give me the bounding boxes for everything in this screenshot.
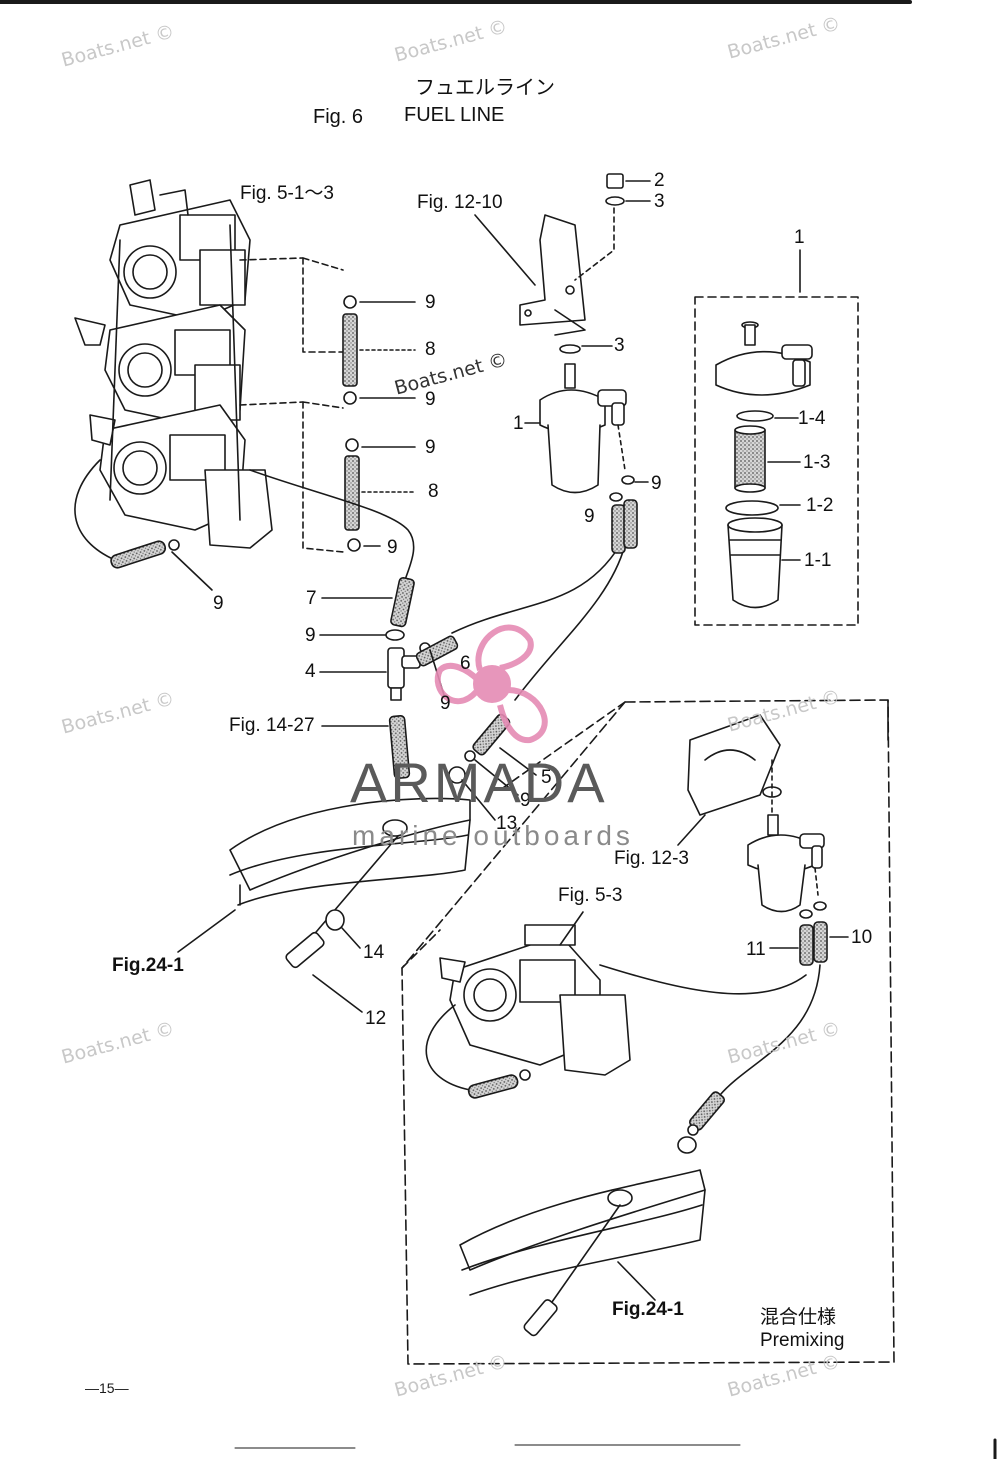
hose-7 [390, 577, 415, 628]
callout-12: 12 [365, 1008, 387, 1029]
premix-label: Premixing [760, 1330, 845, 1351]
t-joint [387, 647, 421, 701]
carb-hose-loop [74, 459, 116, 561]
callout-4: 4 [305, 661, 316, 682]
premix-label-jp: 混合仕様 [760, 1307, 837, 1328]
filter-element [734, 429, 766, 489]
callout-14: 14 [363, 942, 385, 963]
ref-premix-pan: Fig.24-1 [612, 1299, 684, 1320]
callout-3: 3 [654, 191, 665, 212]
callout-9: 9 [584, 506, 595, 527]
lower-pan [229, 797, 471, 906]
gasket-1-2 [725, 500, 779, 516]
callout-9: 9 [425, 292, 436, 313]
figure-number: Fig. 6 [313, 106, 364, 128]
callout-9: 9 [425, 389, 436, 410]
drain-valve [285, 931, 325, 969]
callout-11: 11 [746, 939, 766, 960]
hose-10 [813, 921, 828, 963]
page-title: FUEL LINE [404, 104, 505, 126]
hose-11 [799, 924, 814, 966]
filter-detail-box [694, 296, 859, 626]
grommet-14 [325, 909, 345, 931]
callout-1: 1 [794, 227, 805, 248]
callout-2: 2 [654, 170, 665, 191]
fuel-filter [539, 344, 627, 494]
ref-premix-bracket: Fig. 12-3 [614, 848, 689, 869]
grommet [448, 766, 466, 784]
ref-carburetor: Fig. 5-1～3 [240, 183, 334, 204]
callout-8: 8 [428, 481, 439, 502]
premix-bracket [687, 714, 781, 816]
premix-pan [459, 1169, 706, 1296]
callout-1: 1 [513, 413, 524, 434]
callout-1-2: 1-2 [806, 495, 834, 516]
callout-1-3: 1-3 [803, 452, 831, 473]
callout-9: 9 [425, 437, 436, 458]
premix-carburetor [439, 924, 631, 1076]
clip [168, 539, 180, 551]
ref-connector: Fig. 14-27 [229, 715, 315, 736]
callout-9: 9 [651, 473, 662, 494]
filter-bowl [727, 524, 783, 609]
ref-bracket: Fig. 12-10 [417, 192, 503, 213]
filter-exploded [715, 321, 813, 609]
callout-1-4: 1-4 [798, 408, 826, 429]
callout-9: 9 [520, 790, 531, 811]
callout-6: 6 [460, 653, 471, 674]
hose-segment [110, 540, 167, 569]
callout-3: 3 [614, 335, 625, 356]
brand-logo-text: ARMADA [350, 751, 608, 814]
callout-5: 5 [541, 767, 552, 788]
hose-8-lower [344, 455, 360, 531]
callout-9: 9 [387, 537, 398, 558]
nut [606, 173, 624, 189]
ref-premix-carburetor: Fig. 5-3 [558, 885, 623, 906]
callout-9: 9 [440, 693, 451, 714]
title-japanese: フュエルライン [415, 77, 555, 99]
callout-1-1: 1-1 [804, 550, 832, 571]
ref-lower-pan: Fig.24-1 [112, 955, 184, 976]
brand-tagline: marine outboards [352, 820, 634, 851]
callout-9: 9 [305, 625, 316, 646]
fuel-hose-main [249, 469, 415, 581]
hose-filter-left [611, 504, 626, 554]
washer [605, 196, 625, 206]
hose-connector [388, 715, 411, 780]
callout-13: 13 [496, 813, 518, 834]
page-number: —15— [85, 1380, 129, 1396]
premix-filter [747, 814, 825, 913]
hose-8-upper [342, 313, 358, 387]
o-ring-1-4 [736, 410, 774, 422]
hose-filter-right [623, 499, 638, 549]
callout-10: 10 [851, 927, 873, 948]
premix-box [401, 699, 895, 1365]
hose-6 [415, 635, 459, 667]
bracket [519, 214, 586, 336]
callout-7: 7 [306, 588, 317, 609]
callout-9: 9 [213, 593, 224, 614]
carburetor-stack [74, 179, 273, 549]
callout-8: 8 [425, 339, 436, 360]
armada-logo [434, 624, 548, 744]
